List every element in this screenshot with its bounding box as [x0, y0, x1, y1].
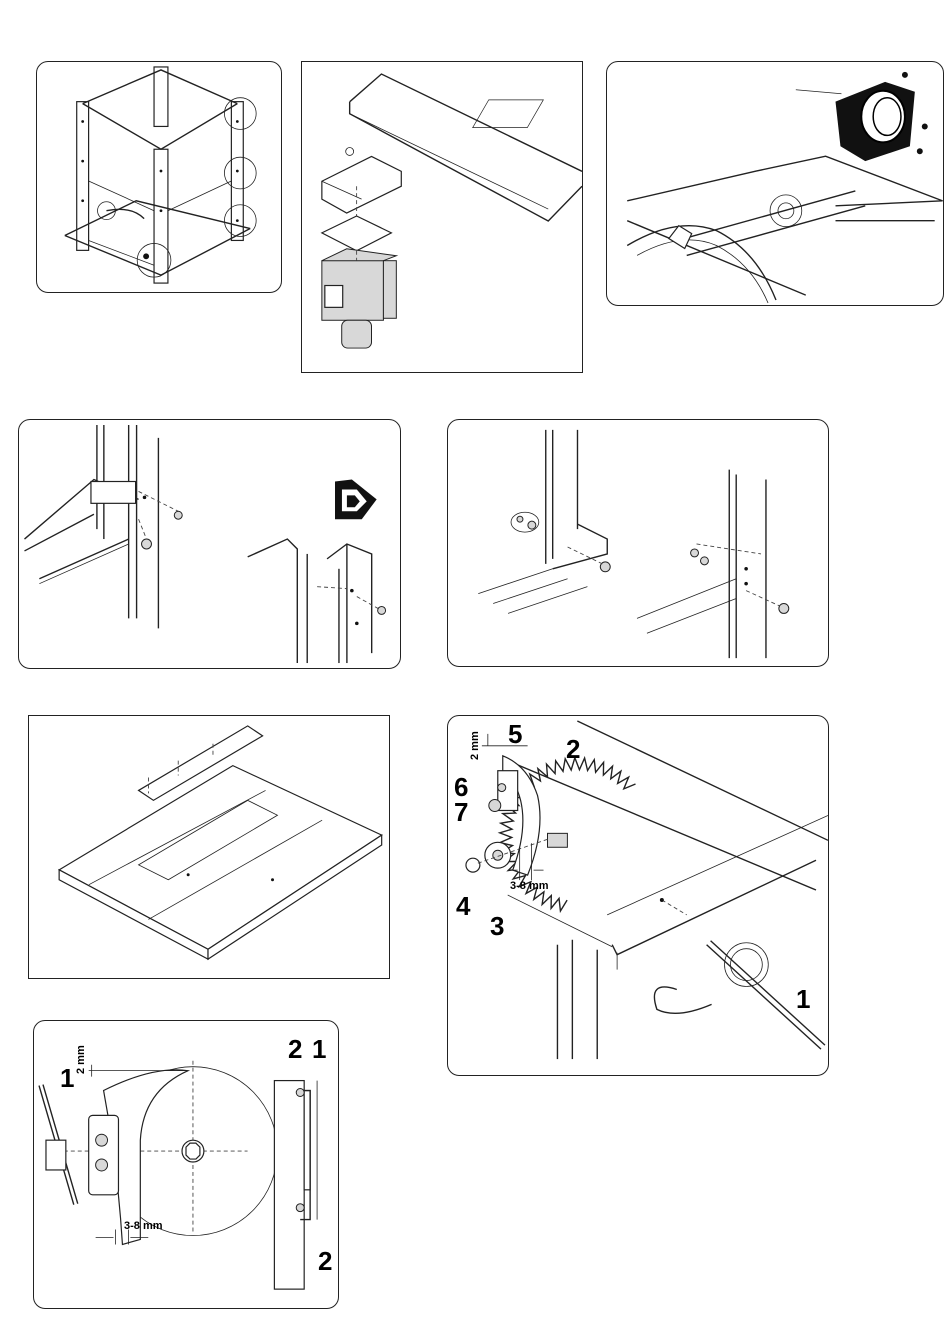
figure-riving-knife-side: 2 mm 1 3-8 mm 2 1 2	[33, 1020, 339, 1309]
label-2mm: 2 mm	[470, 731, 481, 760]
figure-dust-port	[606, 61, 944, 306]
label-gap: 3-8 mm	[124, 1221, 163, 1232]
callout-2: 2	[566, 736, 580, 762]
label-gap: 3-8 mm	[510, 881, 549, 892]
callout-1-left: 1	[60, 1065, 74, 1091]
leg-assembly-drawing	[19, 420, 400, 668]
label-2mm: 2 mm	[76, 1045, 87, 1074]
figure-leg-assembly	[18, 419, 401, 669]
stand-frame-drawing	[37, 62, 281, 292]
figure-table-top	[28, 715, 390, 979]
dust-port-drawing	[607, 62, 943, 305]
callout-5: 5	[508, 721, 522, 747]
table-top-drawing	[29, 716, 389, 978]
motor-mount-drawing	[302, 62, 582, 372]
callout-2-top: 2	[288, 1036, 302, 1062]
figure-frame-bolts	[447, 419, 829, 667]
figure-stand-frame	[36, 61, 282, 293]
callout-7: 7	[454, 799, 468, 825]
frame-bolts-drawing	[448, 420, 828, 666]
figure-motor-mount	[301, 61, 583, 373]
callout-1-top: 1	[312, 1036, 326, 1062]
figure-riving-knife-adjustment: 2 mm 5 2 6 7 3-8 mm 4 3 1	[447, 715, 829, 1076]
rubber-foot-part	[335, 480, 377, 520]
callout-4: 4	[456, 893, 470, 919]
callout-2-bottom: 2	[318, 1248, 332, 1274]
dust-port-part	[836, 82, 915, 161]
callout-1: 1	[796, 986, 810, 1012]
riving-knife-drawing	[448, 716, 828, 1075]
callout-3: 3	[490, 913, 504, 939]
